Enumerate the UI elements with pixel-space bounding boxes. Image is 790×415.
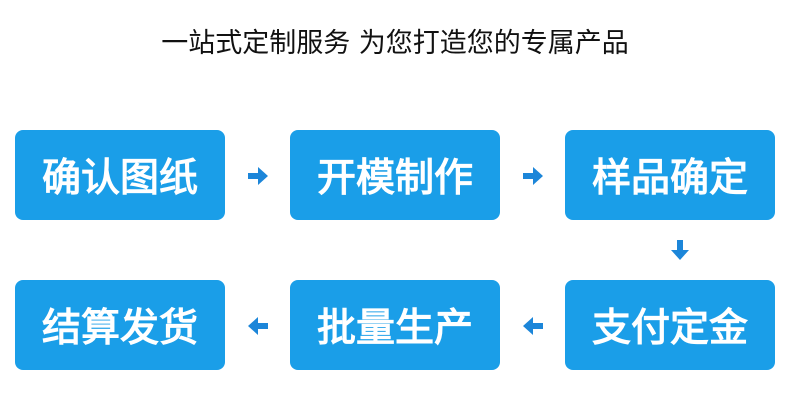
page-title: 一站式定制服务 为您打造您的专属产品 [161,28,629,59]
step-mass-production: 批量生产 [290,280,500,370]
step-settlement-shipping: 结算发货 [15,280,225,370]
arrow-left-icon [245,313,271,339]
arrow-right-icon [520,163,546,189]
step-confirm-drawings: 确认图纸 [15,130,225,220]
arrow-right-icon [245,163,271,189]
arrow-left-icon [520,313,546,339]
step-sample-confirmation: 样品确定 [565,130,775,220]
step-mold-making: 开模制作 [290,130,500,220]
step-deposit-payment: 支付定金 [565,280,775,370]
arrow-down-icon [667,237,693,263]
